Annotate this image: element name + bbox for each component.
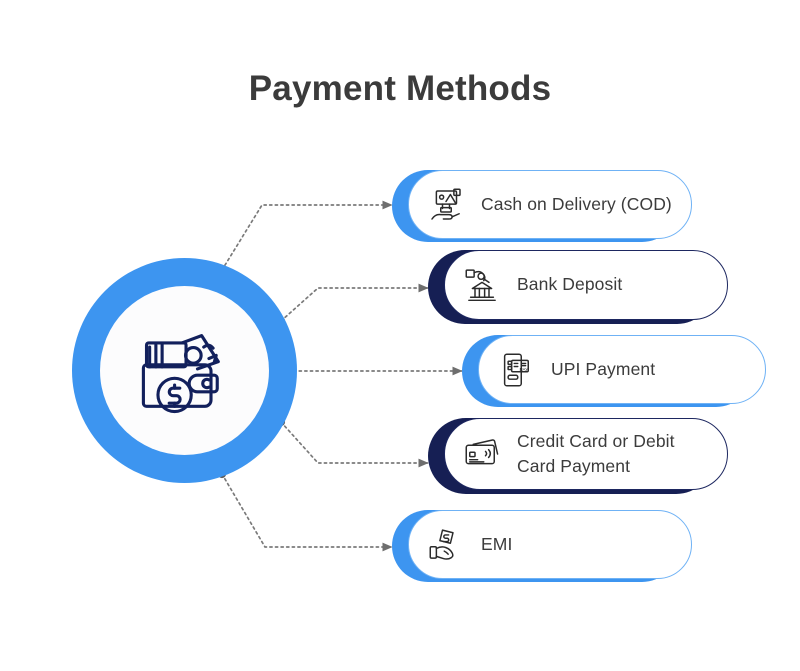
- method-pill[interactable]: PAY UPI Payment: [478, 335, 766, 404]
- method-item-upi-payment[interactable]: PAY UPI Payment: [462, 335, 767, 413]
- method-label: EMI: [481, 533, 513, 554]
- connector-4: [280, 421, 429, 468]
- wallet-with-cash-and-coins-icon: [141, 333, 220, 413]
- method-item-emi[interactable]: EMI: [392, 510, 692, 588]
- method-pill[interactable]: Bank Deposit: [444, 250, 728, 320]
- method-pill[interactable]: Cash on Delivery (COD): [408, 170, 692, 239]
- connector-1: [221, 200, 393, 271]
- hub-inner-disc: [100, 286, 269, 455]
- page-title: Payment Methods: [248, 69, 552, 108]
- hand-depositing-money-bank-icon: [465, 269, 496, 302]
- hand-holding-money-icon: [429, 528, 454, 560]
- method-item-credit-debit-card[interactable]: Credit Card or Debit Card Payment: [428, 418, 728, 500]
- hand-holding-package-icon: [431, 188, 461, 220]
- svg-text:PAY: PAY: [520, 366, 530, 372]
- method-item-cash-on-delivery[interactable]: Cash on Delivery (COD): [392, 170, 692, 248]
- central-hub: [72, 258, 297, 483]
- method-label: Credit Card or Debit Card Payment: [517, 430, 675, 476]
- credit-cards-icon: [465, 439, 499, 465]
- connector-5: [221, 473, 393, 552]
- method-label: UPI Payment: [551, 358, 656, 379]
- method-pill[interactable]: Credit Card or Debit Card Payment: [444, 418, 728, 490]
- method-label: Bank Deposit: [517, 274, 623, 295]
- mobile-pay-icon: PAY: [503, 353, 530, 386]
- method-pill[interactable]: EMI: [408, 510, 692, 579]
- connector-2: [280, 283, 429, 322]
- method-label: Cash on Delivery (COD): [481, 193, 672, 214]
- method-item-bank-deposit[interactable]: Bank Deposit: [428, 250, 728, 330]
